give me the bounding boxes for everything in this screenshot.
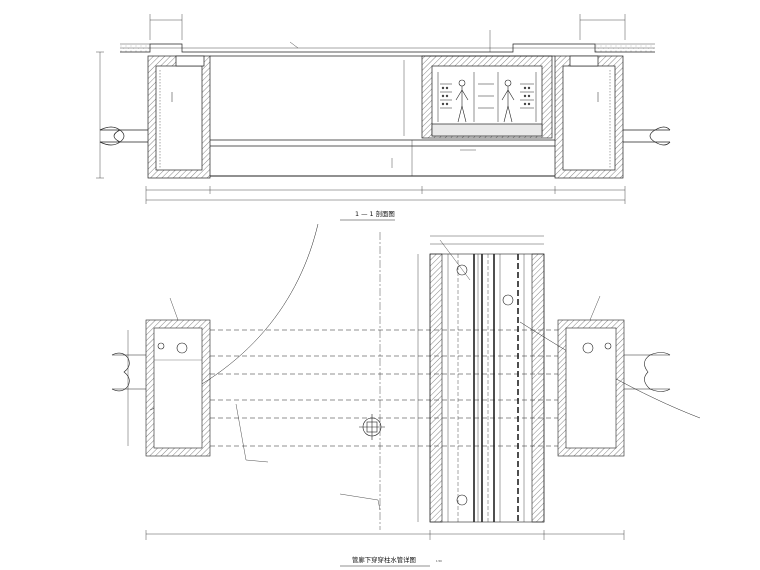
plan-left-shaft xyxy=(145,319,211,457)
utility-chamber xyxy=(421,55,553,139)
section-dimensions xyxy=(96,14,626,204)
plan-right-shaft xyxy=(557,319,625,457)
plan-title: 管廊下穿穿柱水管详图 xyxy=(352,555,416,564)
left-well-shaft xyxy=(147,55,211,179)
section-view xyxy=(96,14,671,204)
right-well-shaft xyxy=(554,55,624,179)
plan-pipe-right xyxy=(624,352,671,392)
pipe-right xyxy=(623,126,671,146)
section-leaders xyxy=(289,30,491,168)
pipe-left xyxy=(99,126,148,146)
ground-line xyxy=(120,43,655,53)
plan-tunnel-corridor xyxy=(429,239,545,523)
plan-leaders xyxy=(169,295,601,511)
plan-dashed-pipes xyxy=(210,329,558,447)
section-title: 1 — 1 剖面图 xyxy=(355,209,395,218)
survey-point-icon xyxy=(359,414,385,440)
scale-note: 1:50 xyxy=(436,559,442,563)
plan-pipe-left xyxy=(111,352,146,392)
plan-view xyxy=(111,223,701,540)
worker-figure-right xyxy=(501,79,515,123)
worker-figure-left xyxy=(455,79,469,123)
plan-dimensions xyxy=(127,235,625,540)
